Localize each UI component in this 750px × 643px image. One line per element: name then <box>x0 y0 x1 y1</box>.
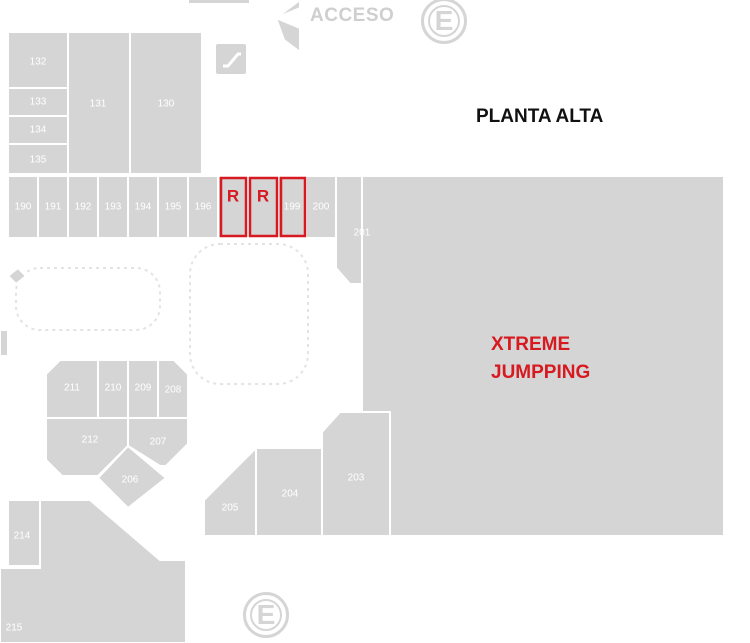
store-number-206: 206 <box>122 475 139 486</box>
store-196[interactable] <box>187 175 219 239</box>
store-number-190: 190 <box>15 202 32 213</box>
store-number-133: 133 <box>30 97 47 108</box>
anchor-store-label: XTREME JUMPPING <box>491 331 590 387</box>
anchor-line-2: JUMPPING <box>491 362 591 383</box>
store-labels: 132 133 134 135 131 130 190 191 192 193 194 195 196 R… <box>6 57 371 634</box>
exit-symbol-top: E <box>434 5 454 36</box>
exit-icon: E <box>421 0 467 44</box>
store-203[interactable] <box>321 411 391 537</box>
store-number-200: 200 <box>313 202 330 213</box>
store-190[interactable] <box>7 175 39 239</box>
store-number-212: 212 <box>82 435 99 446</box>
store-number-198: R <box>257 186 269 205</box>
store-number-193: 193 <box>105 202 122 213</box>
store-number-201: 201 <box>354 228 371 239</box>
store-number-194: 194 <box>135 202 152 213</box>
store-number-191: 191 <box>45 202 62 213</box>
store-number-192: 192 <box>75 202 92 213</box>
store-131[interactable] <box>67 31 131 175</box>
store-number-132: 132 <box>30 57 47 68</box>
store-number-205: 205 <box>222 503 239 514</box>
store-number-214: 214 <box>14 531 31 542</box>
store-204[interactable] <box>255 447 323 537</box>
anchor-area[interactable] <box>361 175 725 537</box>
access-label: ACCESO <box>310 5 395 26</box>
highlight-outline-1 <box>219 176 248 238</box>
exit-icon: E <box>243 592 289 638</box>
access-arrow-icon <box>273 0 301 54</box>
store-number-197: R <box>227 186 239 205</box>
common-area-left <box>15 267 161 331</box>
store-191[interactable] <box>37 175 69 239</box>
store-192[interactable] <box>67 175 99 239</box>
store-number-209: 209 <box>135 383 152 394</box>
store-number-131: 131 <box>90 99 107 110</box>
store-195[interactable] <box>157 175 189 239</box>
store-198[interactable] <box>247 175 279 239</box>
store-197[interactable] <box>217 175 249 239</box>
store-number-215: 215 <box>6 623 23 634</box>
highlight-outline-3 <box>279 176 307 238</box>
store-number-134: 134 <box>30 125 47 136</box>
left-corner-stub <box>6 266 28 286</box>
store-number-210: 210 <box>105 383 122 394</box>
store-number-196: 196 <box>195 202 212 213</box>
store-number-135: 135 <box>30 155 47 166</box>
store-132[interactable] <box>7 31 69 89</box>
store-number-195: 195 <box>165 202 182 213</box>
anchor-line-1: XTREME <box>491 334 571 355</box>
store-number-208: 208 <box>165 385 182 396</box>
store-214[interactable] <box>7 499 41 567</box>
highlight-outline-2 <box>248 176 279 238</box>
store-number-211: 211 <box>64 383 80 394</box>
top-stub <box>187 0 251 5</box>
store-number-207: 207 <box>150 437 167 448</box>
left-edge-stub <box>0 329 9 357</box>
store-number-130: 130 <box>158 99 175 110</box>
escalator-icon <box>216 44 246 74</box>
exit-symbol-bottom: E <box>256 599 276 630</box>
store-210[interactable] <box>97 359 129 419</box>
store-205[interactable] <box>203 445 257 537</box>
store-193[interactable] <box>97 175 129 239</box>
store-130[interactable] <box>129 31 203 175</box>
store-206[interactable] <box>96 444 168 510</box>
store-number-203: 203 <box>348 473 365 484</box>
store-number-204: 204 <box>282 489 299 500</box>
store-number-199: 199 <box>284 202 301 213</box>
floor-title: PLANTA ALTA <box>476 106 604 127</box>
store-208[interactable] <box>157 359 189 419</box>
store-215[interactable] <box>0 499 187 643</box>
common-area-center <box>189 243 309 385</box>
